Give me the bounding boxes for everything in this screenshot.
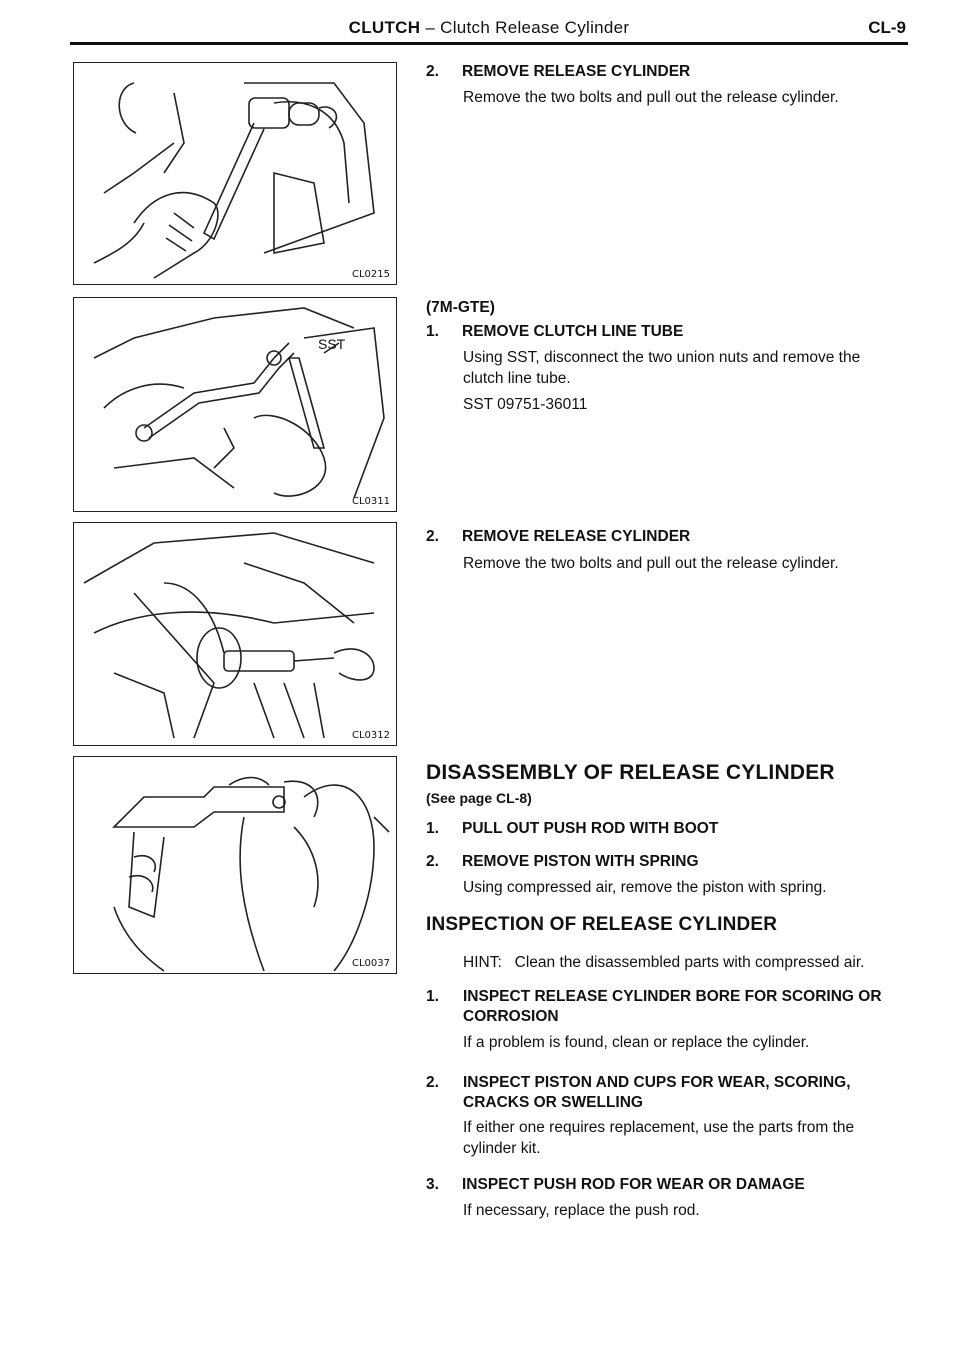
section-subtitle: – Clutch Release Cylinder — [420, 18, 630, 37]
engine-variant-label: (7M-GTE) — [426, 299, 495, 316]
step-text: If a problem is found, clean or replace … — [463, 1034, 810, 1051]
step-number: 2. — [426, 63, 439, 80]
figure-release-cylinder-7mgte: CL0312 — [73, 522, 397, 746]
step-title: REMOVE RELEASE CYLINDER — [462, 63, 691, 80]
figure-code: CL0037 — [351, 958, 390, 969]
step-heading: 2. REMOVE PISTON WITH SPRING — [426, 853, 699, 871]
step-title: REMOVE PISTON WITH SPRING — [462, 853, 699, 870]
step-text: Remove the two bolts and pull out the re… — [463, 555, 839, 572]
step-heading: 1. REMOVE CLUTCH LINE TUBE — [426, 323, 683, 341]
step-number: 1. — [426, 820, 439, 837]
step-title: INSPECT PUSH ROD FOR WEAR OR DAMAGE — [462, 1176, 805, 1193]
step-number: 2. — [426, 528, 439, 545]
step-title: REMOVE RELEASE CYLINDER — [462, 528, 691, 545]
step-text: If either one requires replacement, use … — [463, 1119, 855, 1157]
step-heading: 1. PULL OUT PUSH ROD WITH BOOT — [426, 820, 718, 838]
step-number: 3. — [426, 1176, 439, 1193]
page-reference: (See page CL-8) — [426, 790, 532, 806]
hint-text: HINT: Clean the disassembled parts with … — [463, 954, 865, 971]
step-title: INSPECT RELEASE CYLINDER BORE FOR SCORIN… — [463, 988, 882, 1025]
illustration-sst-on-union-nut — [93, 307, 385, 499]
figure-air-gun-piston: CL0037 — [73, 756, 397, 974]
illustration-wrench-on-cylinder — [93, 82, 375, 279]
sst-number: SST 09751-36011 — [463, 396, 588, 413]
step-number: 2. — [426, 853, 439, 870]
step-heading: 1. INSPECT RELEASE CYLINDER BORE FOR SCOR… — [426, 987, 916, 1027]
step-text: Using compressed air, remove the piston … — [463, 879, 827, 896]
page-title: CLUTCH – Clutch Release Cylinder — [70, 18, 908, 38]
step-title: REMOVE CLUTCH LINE TUBE — [462, 323, 684, 340]
illustration-transmission-underside — [83, 532, 375, 739]
disassembly-heading: DISASSEMBLY OF RELEASE CYLINDER — [426, 761, 835, 784]
step-number: 1. — [426, 323, 439, 340]
figure-code: CL0311 — [351, 496, 390, 507]
step-heading: 3. INSPECT PUSH ROD FOR WEAR OR DAMAGE — [426, 1176, 805, 1194]
step-number: 2. — [426, 1074, 439, 1091]
step-heading: 2. INSPECT PISTON AND CUPS FOR WEAR, SCOR… — [426, 1073, 916, 1113]
step-title: PULL OUT PUSH ROD WITH BOOT — [462, 820, 719, 837]
page-number: CL-9 — [868, 18, 906, 37]
header-rule — [70, 42, 908, 45]
figure-clutch-line-tube: SST CL0311 — [73, 297, 397, 512]
inspection-heading: INSPECTION OF RELEASE CYLINDER — [426, 914, 778, 935]
figure-code: CL0215 — [351, 269, 390, 280]
step-heading: 2. REMOVE RELEASE CYLINDER — [426, 63, 690, 81]
step-number: 1. — [426, 988, 439, 1005]
illustration-compressed-air-gun — [112, 776, 390, 972]
figure-code: CL0312 — [351, 730, 390, 741]
section-name: CLUTCH — [348, 18, 421, 37]
step-title: INSPECT PISTON AND CUPS FOR WEAR, SCORIN… — [463, 1074, 851, 1111]
step-heading: 2. REMOVE RELEASE CYLINDER — [426, 528, 690, 546]
sst-label: SST — [318, 336, 346, 352]
step-text: If necessary, replace the push rod. — [463, 1202, 700, 1219]
figure-release-cylinder-bolts: CL0215 — [73, 62, 397, 285]
step-text: Remove the two bolts and pull out the re… — [463, 89, 839, 106]
step-text: Using SST, disconnect the two union nuts… — [463, 349, 861, 387]
page-header: CLUTCH – Clutch Release Cylinder CL-9 — [70, 18, 908, 45]
